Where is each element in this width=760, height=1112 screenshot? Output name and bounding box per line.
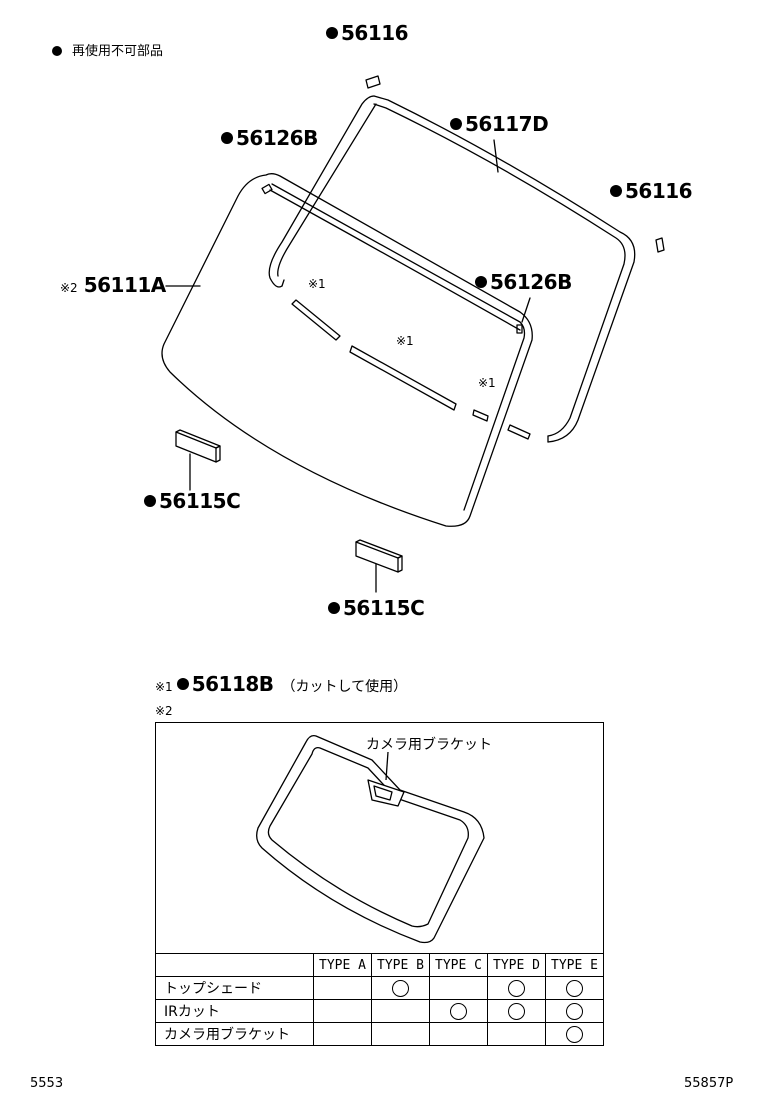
- table-col-header: TYPE B: [371, 953, 430, 977]
- table-cell: [313, 976, 372, 1000]
- part-label-56115C-left: 56115C: [144, 490, 241, 512]
- table-cell: [313, 1022, 372, 1046]
- table-cell: [545, 976, 604, 1000]
- nonreusable-dot-icon: [326, 27, 338, 39]
- table-row-label: トップシェード: [155, 976, 314, 1000]
- note-2-mark: ※2: [155, 704, 173, 718]
- moulding-outer: [373, 95, 636, 443]
- table-cell: [371, 976, 430, 1000]
- note-1-mark: ※1: [155, 680, 173, 694]
- nonreusable-dot-icon: [610, 185, 622, 197]
- table-row: カメラ用ブラケット: [155, 1022, 604, 1046]
- table-row: IRカット: [155, 999, 604, 1023]
- part-label-56116-right: 56116: [610, 180, 693, 202]
- table-row-label: カメラ用ブラケット: [155, 1022, 314, 1046]
- legend-text: 再使用不可部品: [72, 44, 164, 59]
- glass-outline: [161, 173, 533, 527]
- applicable-circle-icon: [566, 979, 583, 997]
- table-cell: [371, 999, 430, 1023]
- glass-edge-inner: [271, 183, 526, 511]
- mark-1-a: ※1: [308, 277, 326, 291]
- footer-right-code: 55857P: [684, 1076, 734, 1091]
- nonreusable-dot-icon: [144, 495, 156, 507]
- table-cell: [545, 1022, 604, 1046]
- part-label-56115C-bottom: 56115C: [328, 597, 425, 619]
- table-header-blank: [155, 953, 314, 977]
- part-label-56126B-left: 56126B: [221, 127, 318, 149]
- table-col-header: TYPE C: [429, 953, 488, 977]
- type-table: TYPE A TYPE B TYPE C TYPE D TYPE E トップシェ…: [155, 953, 604, 1046]
- table-cell: [545, 999, 604, 1023]
- inset-glass-inner: [267, 746, 469, 928]
- table-cell: [429, 1022, 488, 1046]
- mark-1-b: ※1: [396, 334, 414, 348]
- note-1: ※1 56118B （カットして使用）: [155, 673, 407, 696]
- applicable-circle-icon: [566, 1025, 583, 1043]
- mark-2: ※2: [60, 281, 78, 295]
- table-cell: [313, 999, 372, 1023]
- table-cell: [487, 999, 546, 1023]
- moulding-left-inner: [277, 103, 377, 277]
- table-row-label: IRカット: [155, 999, 314, 1023]
- legend: 再使用不可部品: [52, 40, 163, 59]
- inset-label-camera-bracket: カメラ用ブラケット: [366, 737, 492, 753]
- applicable-circle-icon: [392, 979, 409, 997]
- nonreusable-dot-icon: [328, 602, 340, 614]
- nonreusable-dot-icon: [176, 678, 189, 690]
- table-header-row: TYPE A TYPE B TYPE C TYPE D TYPE E: [155, 953, 604, 977]
- nonreusable-dot-icon: [450, 118, 462, 130]
- applicable-circle-icon: [566, 1002, 583, 1020]
- inset-glass-outer: [256, 734, 485, 944]
- table-cell: [371, 1022, 430, 1046]
- table-cell: [429, 976, 488, 1000]
- applicable-circle-icon: [450, 1002, 467, 1020]
- part-label-56116-top: 56116: [326, 22, 409, 44]
- table-col-header: TYPE E: [545, 953, 604, 977]
- mark-1-c: ※1: [478, 376, 496, 390]
- footer-left-code: 5553: [30, 1076, 64, 1091]
- table-cell: [429, 999, 488, 1023]
- table-cell: [487, 976, 546, 1000]
- moulding-inner: [373, 103, 626, 437]
- table-cell: [487, 1022, 546, 1046]
- part-label-56117D: 56117D: [450, 113, 549, 135]
- applicable-circle-icon: [508, 1002, 525, 1020]
- part-label-56126B-right: 56126B: [475, 271, 572, 293]
- moulding-left-outer: [268, 95, 375, 288]
- nonreusable-dot-icon: [221, 132, 233, 144]
- table-row: トップシェード: [155, 976, 604, 1000]
- note-1-part: 56118B: [191, 672, 274, 696]
- note-1-text: （カットして使用）: [281, 679, 408, 695]
- inset-frame: [155, 722, 604, 953]
- nonreusable-dot-icon: [475, 276, 487, 288]
- applicable-circle-icon: [508, 979, 525, 997]
- table-col-header: TYPE A: [313, 953, 372, 977]
- bullet-dot-icon: [52, 46, 62, 56]
- table-col-header: TYPE D: [487, 953, 546, 977]
